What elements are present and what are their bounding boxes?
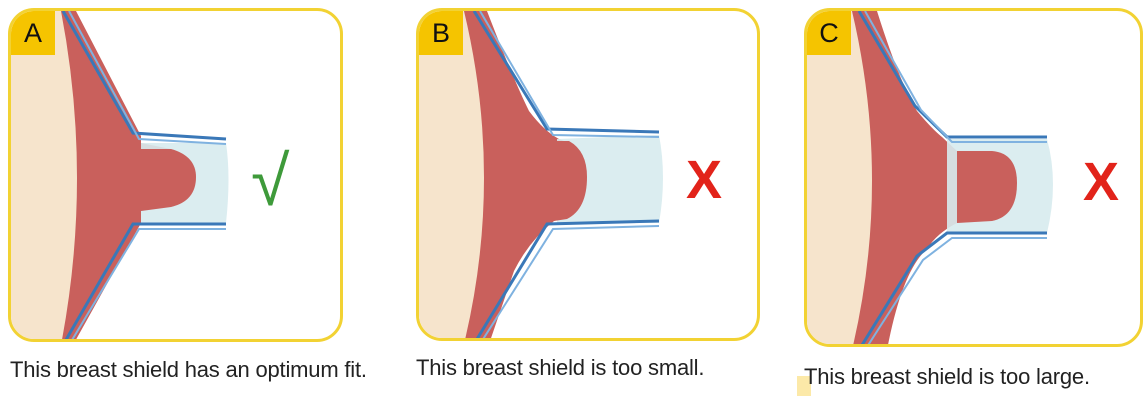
panel-a: A √ xyxy=(8,8,343,342)
nipple xyxy=(957,151,1017,223)
panel-b: B X xyxy=(416,8,760,341)
cross-icon: X xyxy=(1083,151,1119,213)
panel-label: B xyxy=(419,11,463,55)
panel-a-caption: This breast shield has an optimum fit. xyxy=(10,357,367,383)
panel-label: C xyxy=(807,11,851,55)
cross-icon: X xyxy=(686,149,722,211)
panel-label: A xyxy=(11,11,55,55)
panel-c: C X xyxy=(804,8,1143,347)
panel-a-illustration xyxy=(11,11,343,342)
panel-b-caption: This breast shield is too small. xyxy=(416,355,704,381)
panel-c-caption: This breast shield is too large. xyxy=(804,364,1090,390)
check-icon: √ xyxy=(251,141,289,221)
